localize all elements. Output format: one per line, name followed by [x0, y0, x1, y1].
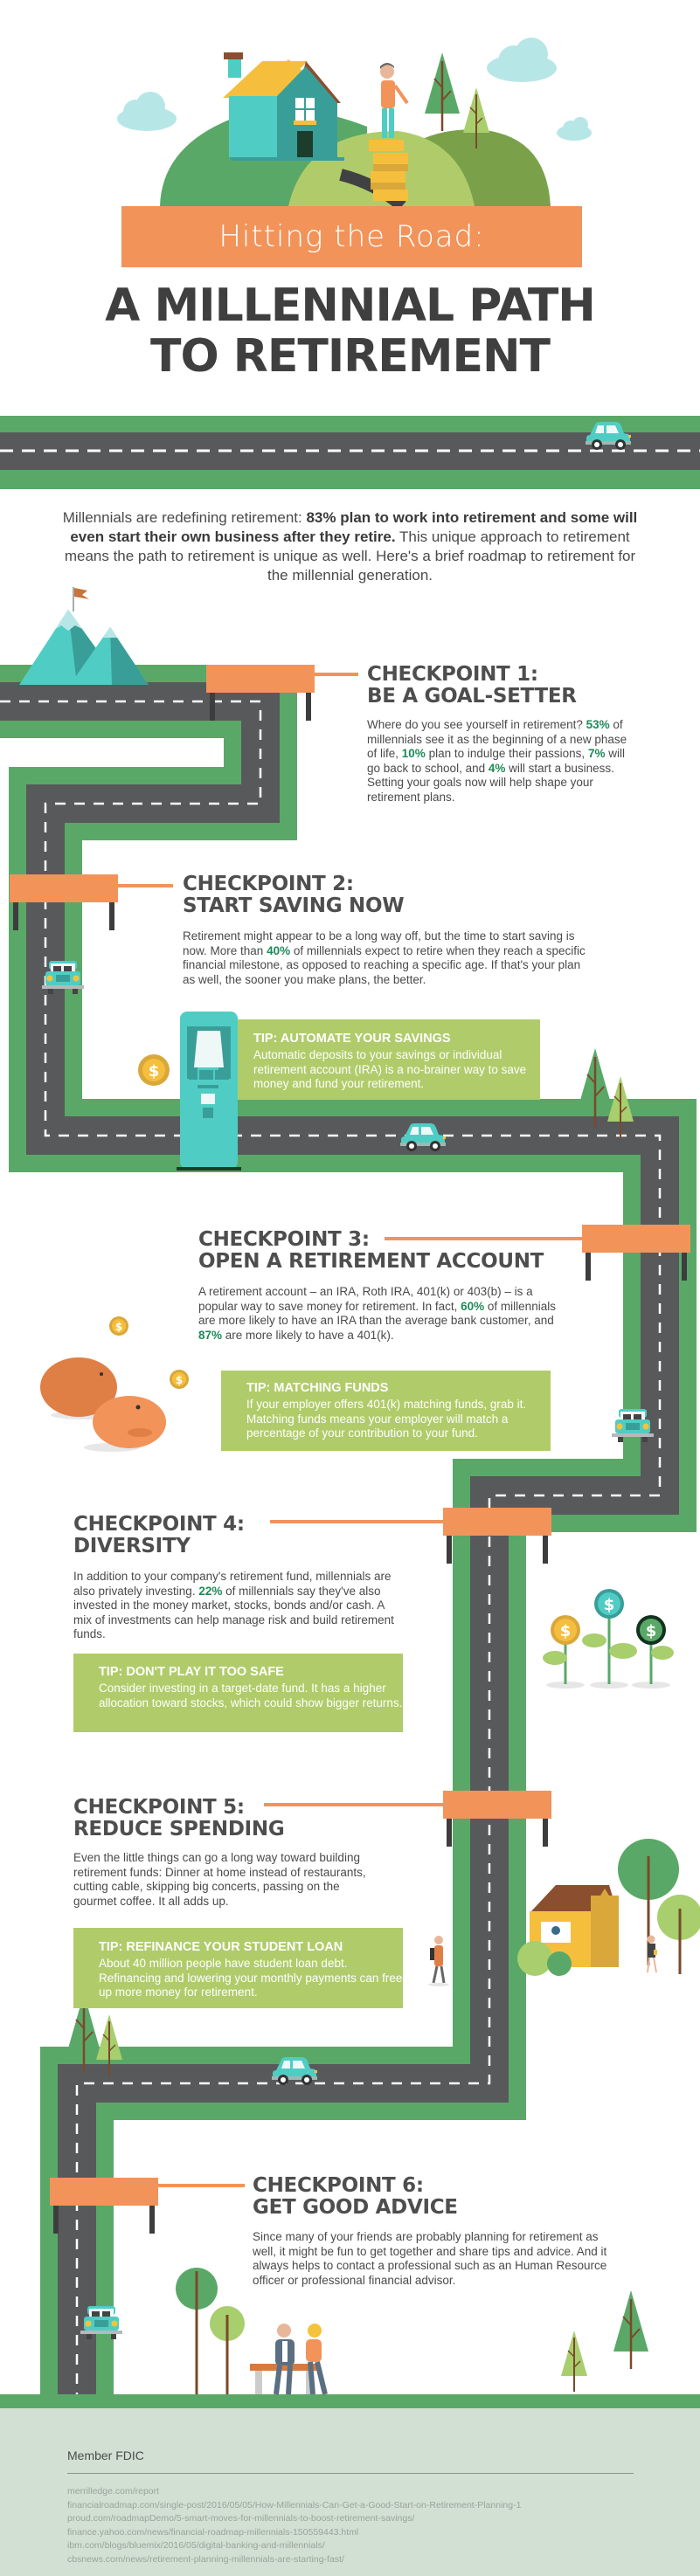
- source-link[interactable]: proud.com/roadmapDemo/5-smart-moves-for-…: [67, 2513, 415, 2524]
- body-text: of millennials see it as the beginning o…: [367, 718, 627, 760]
- tip-title: TIP: DON'T PLAY IT TOO SAFE: [99, 1665, 284, 1679]
- svg-text:$: $: [560, 1622, 572, 1640]
- page-title-line-2: TO RETIREMENT: [150, 330, 551, 383]
- tip-matching-funds: TIP: MATCHING FUNDS If your employer off…: [221, 1371, 551, 1451]
- source-link[interactable]: financialroadmap.com/single-post/2016/05…: [67, 2499, 522, 2510]
- tip-body: Consider investing in a target-date fund…: [99, 1682, 403, 1709]
- source-link[interactable]: ibm.com/blogs/bluemix/2016/05/digital-ba…: [67, 2540, 325, 2551]
- body-text: will go back to school, and: [367, 747, 625, 775]
- checkpoint-title: GET GOOD ADVICE: [253, 2196, 458, 2219]
- checkpoint-label: CHECKPOINT 5:: [73, 1796, 245, 1819]
- checkpoint-3-body: A retirement account – an IRA, Roth IRA,…: [198, 1285, 557, 1343]
- checkpoint-5-heading: CHECKPOINT 5: REDUCE SPENDING: [73, 1796, 285, 1840]
- intro-lead: Millennials are redefining retirement:: [62, 509, 307, 526]
- stat-highlight: 53%: [586, 718, 610, 731]
- checkpoint-6-heading: CHECKPOINT 6: GET GOOD ADVICE: [253, 2175, 458, 2219]
- checkpoint-1-heading: CHECKPOINT 1: BE A GOAL-SETTER: [367, 664, 577, 708]
- checkpoint-title: START SAVING NOW: [183, 894, 405, 917]
- atm-illustration: [177, 1012, 241, 1171]
- body-text: will start a business. Setting your goal…: [367, 761, 614, 804]
- sources-list: merrilledge.com/report financialroadmap.…: [67, 2485, 521, 2566]
- money-plants-illustration: $ $ $: [543, 1589, 674, 1689]
- subtitle-text: Hitting the Road:: [218, 219, 485, 254]
- tip-refinance-student-loan: TIP: REFINANCE YOUR STUDENT LOAN About 4…: [73, 1928, 403, 2008]
- body-text: Retirement might appear to be a long way…: [183, 929, 575, 957]
- piggy-bank-illustration: [40, 1357, 166, 1452]
- checkpoint-4-heading: CHECKPOINT 4: DIVERSITY: [73, 1514, 245, 1557]
- tip-dont-play-safe: TIP: DON'T PLAY IT TOO SAFE Consider inv…: [73, 1654, 403, 1732]
- body-text: A retirement account – an IRA, Roth IRA,…: [198, 1285, 533, 1313]
- stat-highlight: 4%: [488, 761, 506, 775]
- intro-paragraph: Millennials are redefining retirement: 8…: [61, 508, 639, 585]
- body-text: are more likely to have a 401(k).: [222, 1328, 394, 1342]
- intro-highlight: 83% plan to work into retirement and som…: [70, 509, 638, 545]
- footer: Member FDIC merrilledge.com/report finan…: [0, 2408, 700, 2576]
- svg-text:$: $: [646, 1622, 657, 1640]
- subtitle-banner: Hitting the Road:: [121, 206, 582, 267]
- checkpoint-label: CHECKPOINT 3:: [198, 1228, 370, 1251]
- tip-automate-savings: TIP: AUTOMATE YOUR SAVINGS Automatic dep…: [238, 1019, 540, 1100]
- checkpoint-label: CHECKPOINT 2:: [183, 873, 354, 895]
- tip-title: TIP: AUTOMATE YOUR SAVINGS: [253, 1032, 451, 1046]
- page-title-line-1: A MILLENNIAL PATH: [105, 280, 596, 332]
- tip-body: About 40 million people have student loa…: [99, 1957, 403, 1999]
- source-link[interactable]: cbsnews.com/news/retirement-planning-mil…: [67, 2553, 344, 2565]
- winding-road: [0, 665, 697, 2408]
- header-illustration: [117, 38, 592, 211]
- checkpoint-title: REDUCE SPENDING: [73, 1818, 285, 1840]
- footer-divider: [67, 2473, 634, 2474]
- tip-body: If your employer offers 401(k) matching …: [246, 1398, 527, 1440]
- checkpoint-6-body: Since many of your friends are probably …: [253, 2230, 620, 2288]
- svg-text:$: $: [604, 1596, 615, 1614]
- checkpoint-5-body: Even the little things can go a long way…: [73, 1851, 379, 1909]
- intro-rest: This unique approach to retirement means…: [64, 528, 636, 584]
- checkpoint-3-heading: CHECKPOINT 3: OPEN A RETIREMENT ACCOUNT: [198, 1229, 544, 1273]
- body-text: In addition to your company's retirement…: [73, 1570, 392, 1598]
- source-link[interactable]: finance.yahoo.com/news/financial-roadmap…: [67, 2526, 359, 2538]
- checkpoint-label: CHECKPOINT 1:: [367, 663, 538, 686]
- checkpoint-4-body: In addition to your company's retirement…: [73, 1570, 405, 1642]
- stat-highlight: 40%: [267, 943, 291, 957]
- svg-text:$: $: [115, 1321, 122, 1333]
- checkpoint-label: CHECKPOINT 4:: [73, 1513, 245, 1536]
- stat-highlight: 7%: [587, 747, 606, 760]
- svg-text:$: $: [149, 1062, 160, 1081]
- checkpoint-title: DIVERSITY: [73, 1535, 191, 1557]
- body-text: of millennials are more likely to have a…: [198, 1299, 556, 1328]
- tip-body: Automatic deposits to your savings or in…: [253, 1048, 527, 1090]
- source-link[interactable]: merrilledge.com/report: [67, 2486, 160, 2497]
- body-text: Where do you see yourself in retirement?: [367, 718, 586, 731]
- member-fdic: Member FDIC: [67, 2448, 144, 2462]
- body-text: Even the little things can go a long way…: [73, 1851, 366, 1908]
- mountains: [19, 587, 149, 685]
- coffee-shop-illustration: [428, 1839, 700, 1986]
- body-text: of millennials say they've also invested…: [73, 1584, 394, 1641]
- body-text: Since many of your friends are probably …: [253, 2230, 607, 2287]
- checkpoint-1-body: Where do you see yourself in retirement?…: [367, 718, 638, 805]
- checkpoint-title: BE A GOAL-SETTER: [367, 685, 577, 708]
- checkpoint-2-body: Retirement might appear to be a long way…: [183, 929, 593, 987]
- checkpoint-title: OPEN A RETIREMENT ACCOUNT: [198, 1250, 544, 1273]
- checkpoint-label: CHECKPOINT 6:: [253, 2174, 424, 2197]
- tip-title: TIP: MATCHING FUNDS: [246, 1381, 389, 1395]
- body-text: plan to indulge their passions,: [425, 747, 588, 760]
- svg-text:$: $: [176, 1374, 183, 1386]
- checkpoint-2-heading: CHECKPOINT 2: START SAVING NOW: [183, 873, 405, 917]
- stat-highlight: 87%: [198, 1328, 223, 1342]
- stat-highlight: 22%: [198, 1584, 223, 1598]
- stat-highlight: 60%: [461, 1299, 485, 1313]
- park-bench-illustration: [176, 2268, 328, 2395]
- top-road: [0, 416, 700, 489]
- stat-highlight: 10%: [401, 747, 426, 760]
- body-text: of millennials expect to retire when the…: [183, 943, 586, 986]
- tip-title: TIP: REFINANCE YOUR STUDENT LOAN: [99, 1940, 343, 1954]
